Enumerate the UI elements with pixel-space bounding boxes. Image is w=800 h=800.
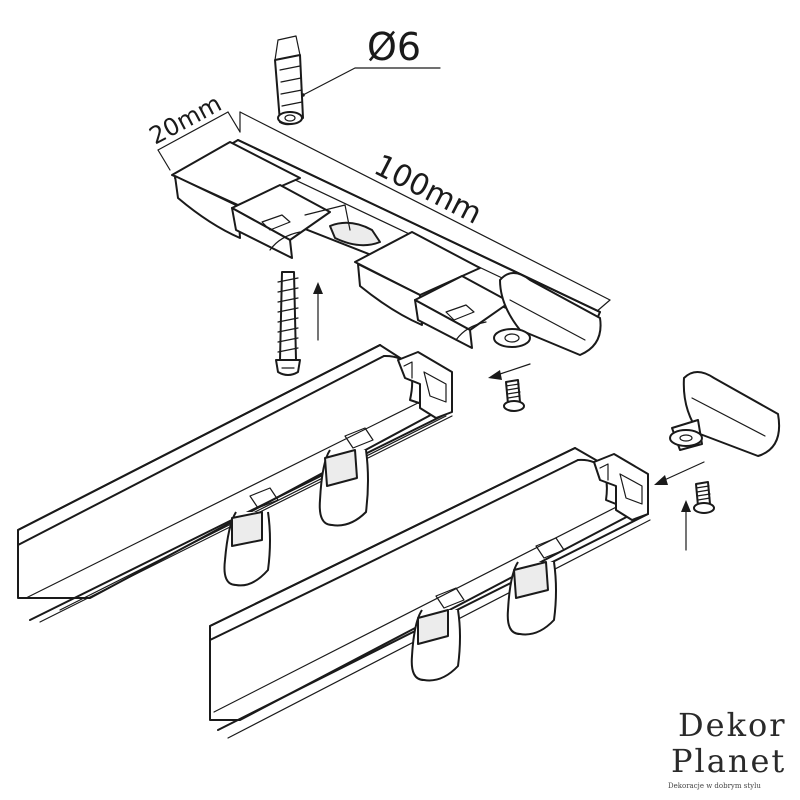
wood-screw <box>275 271 301 376</box>
screw-arrow-up <box>313 282 323 341</box>
dowel-diameter-label: Ø6 <box>367 25 421 69</box>
brand-line1: Dekor <box>678 706 787 744</box>
depth-label: 20mm <box>145 89 226 150</box>
set-screw-1 <box>503 379 525 412</box>
dowel-leader <box>301 67 441 97</box>
brand-line2: Planet <box>671 742 786 780</box>
set-screw-1-arrow <box>488 363 531 380</box>
curtain-rail-lower <box>209 447 651 739</box>
end-cap-arrow <box>654 461 705 485</box>
wall-dowel <box>274 35 304 126</box>
runner-hook-4 <box>506 537 565 636</box>
depth-dimension <box>157 111 241 171</box>
brand-tagline: Dekoracje w dobrym stylu <box>668 782 761 790</box>
end-cap <box>669 371 780 457</box>
length-dimension <box>239 111 611 313</box>
runner-hook-1 <box>223 487 279 587</box>
set-screw-2-arrow <box>681 500 691 551</box>
runner-hook-3 <box>410 587 465 682</box>
runner-hook-2 <box>318 427 374 527</box>
mounting-bracket <box>171 139 602 356</box>
set-screw-2 <box>693 481 715 514</box>
curtain-rail-upper <box>17 344 453 623</box>
